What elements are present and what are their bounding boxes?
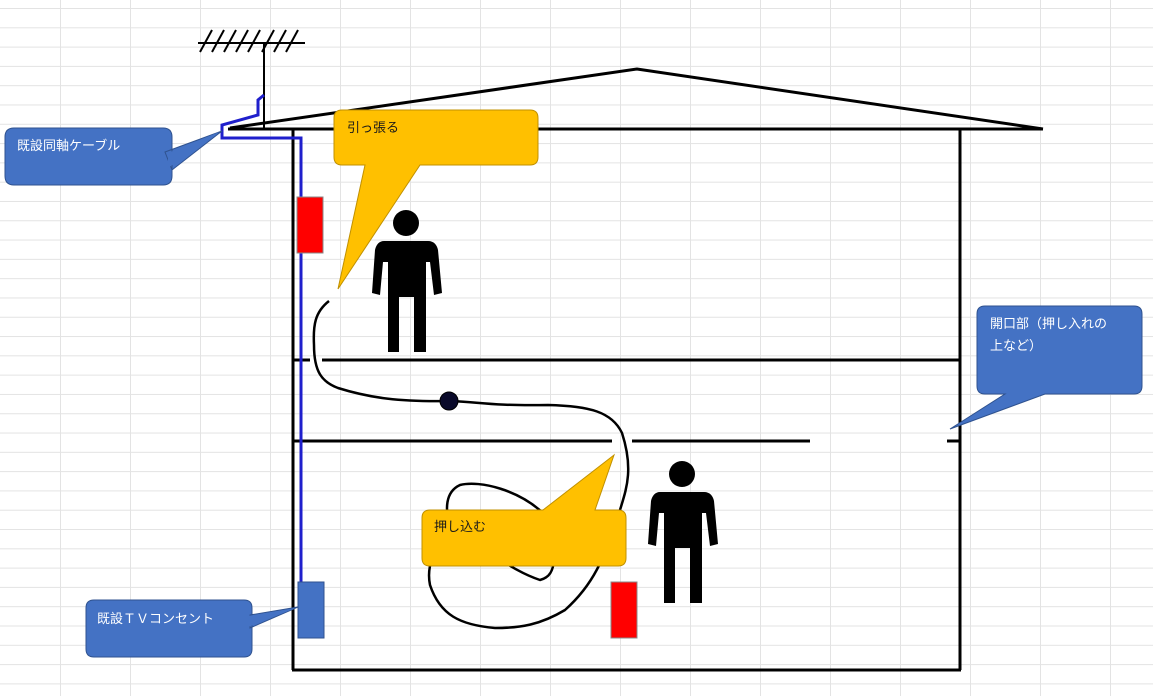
person-icon [648,461,718,603]
cable-connector [439,391,459,411]
antenna-icon [198,29,305,130]
tv-outlet-blue [297,581,325,639]
roof [229,67,1044,131]
person-icon [372,210,442,352]
outlet-upper-red [296,196,324,254]
outlet-lower-red [610,581,638,639]
callout-push [421,453,627,567]
callout-pull [333,109,539,290]
label-existing-tv-outlet: 既設ＴＶコンセント [97,612,215,627]
label-existing-coax: 既設同軸ケーブル [17,139,121,154]
new-cable [312,300,630,630]
callout-opening [949,305,1143,430]
label-pull: 引っ張る [347,121,400,136]
existing-coax-cable [220,93,303,585]
label-push: 押し込む [434,520,487,535]
label-opening: 開口部（押し入れの 上など） [990,317,1108,354]
